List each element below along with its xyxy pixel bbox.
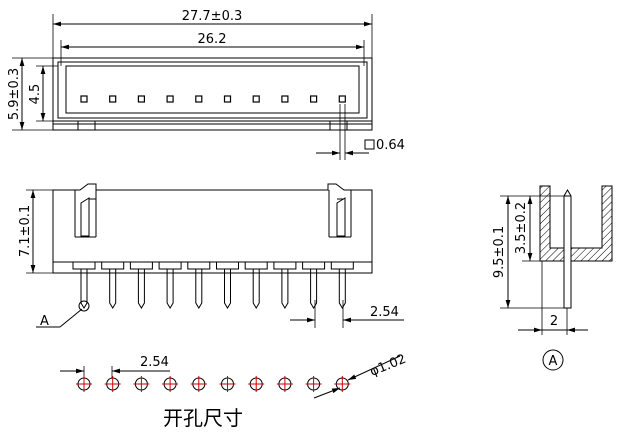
top-pin-square <box>109 95 117 103</box>
section-width-label: 2 <box>550 314 558 329</box>
front-view: 7.1±0.1 A 2.54 <box>18 183 404 329</box>
front-pin-lead <box>281 269 289 309</box>
hole-pattern: 2.54 φ1.02 开孔尺寸 <box>60 352 408 430</box>
section-label: A <box>549 354 558 369</box>
top-pin-square <box>80 95 88 103</box>
right-latch-slot <box>336 197 346 237</box>
front-pin-lead <box>252 269 260 309</box>
section-housing-hatched <box>539 185 613 262</box>
front-pin-shoulder <box>101 261 125 270</box>
detail-callout-circle <box>78 300 90 312</box>
overall-depth-label: 5.9±0.3 <box>7 68 22 120</box>
overall-length-label: 27.7±0.3 <box>182 9 243 24</box>
front-pin-shoulder <box>216 261 239 270</box>
front-pin-lead <box>137 269 145 309</box>
top-pin-square <box>252 95 260 103</box>
front-pin-lead <box>224 269 231 309</box>
front-pin-shoulder <box>129 261 153 270</box>
section-label-circle <box>542 349 564 371</box>
section-pin <box>563 195 572 309</box>
front-pin-shoulder <box>158 261 182 270</box>
inner-depth-label: 4.5 <box>28 84 43 105</box>
pin-section-label: 0.64 <box>376 138 405 153</box>
inner-length-label: 26.2 <box>198 32 227 47</box>
front-pin-shoulder <box>187 261 211 270</box>
hole-pattern-caption: 开孔尺寸 <box>163 406 243 430</box>
front-housing-outline <box>52 183 373 274</box>
front-view-pins <box>72 261 354 309</box>
front-pin-lead <box>109 269 117 309</box>
top-view: 27.7±0.3 26.2 5.9±0.3 4.5 0. <box>7 9 405 160</box>
top-pin-square <box>281 95 289 103</box>
front-pin-lead <box>338 269 346 309</box>
housing-cavity <box>65 65 360 114</box>
front-pin-shoulder <box>244 261 268 270</box>
pitch-label: 2.54 <box>370 305 399 320</box>
housing-inner-wall <box>57 61 368 119</box>
square-section-symbol <box>364 139 375 150</box>
housing-outline <box>52 57 373 131</box>
wall-height-label: 3.5±0.2 <box>514 202 529 254</box>
front-pin-lead <box>80 269 88 309</box>
top-view-pins <box>80 95 346 103</box>
top-pin-square <box>137 95 145 103</box>
top-pin-square <box>310 95 318 103</box>
front-pin-lead <box>166 269 174 309</box>
top-pin-square <box>338 95 346 103</box>
front-pin-lead <box>310 269 318 309</box>
front-pin-shoulder <box>302 261 326 270</box>
hole-row <box>76 376 351 392</box>
top-pin-square <box>195 95 203 103</box>
top-pin-square <box>166 95 174 103</box>
total-height-label: 9.5±0.1 <box>492 226 507 278</box>
height-label: 7.1±0.1 <box>18 205 33 257</box>
hole-pitch-label: 2.54 <box>140 355 169 370</box>
front-pin-lead <box>195 269 203 309</box>
left-latch-slot <box>80 197 90 237</box>
section-detail: 9.5±0.1 3.5±0.2 2 A <box>492 185 613 371</box>
top-pin-square <box>223 95 232 103</box>
front-pin-shoulder <box>273 261 297 270</box>
hole-diameter-label: φ1.02 <box>368 352 408 380</box>
front-pin-shoulder <box>330 261 354 270</box>
front-pin-shoulder <box>72 261 96 270</box>
detail-callout-label: A <box>40 314 49 329</box>
